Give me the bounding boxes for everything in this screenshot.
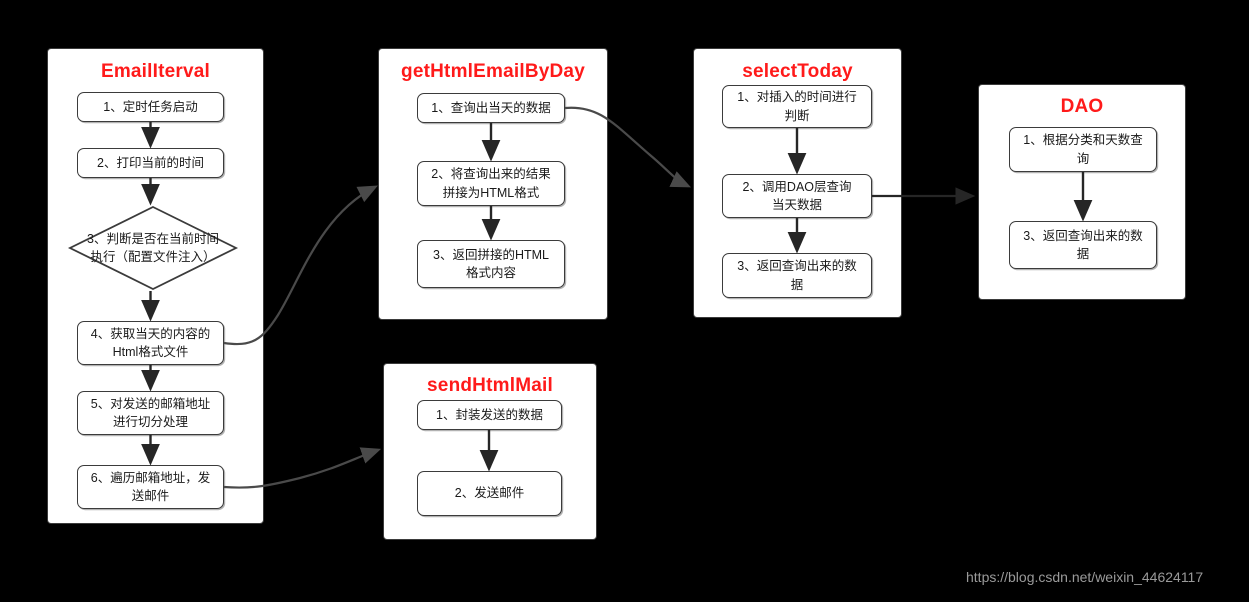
node-s2: 2、调用DAO层查询 当天数据 [722,174,872,218]
node-g2: 2、将查询出来的结果 拼接为HTML格式 [417,161,565,206]
node-s2-line2: 当天数据 [771,198,822,212]
watermark-url: https://blog.csdn.net/weixin_44624117 [966,569,1204,585]
diamond-shape [67,205,239,291]
node-e6-line2: 送邮件 [131,489,170,503]
node-e4-line2: Html格式文件 [112,345,189,359]
node-d1-line1: 1、根据分类和天数查 [1023,133,1143,148]
node-e1: 1、定时任务启动 [77,92,224,122]
node-e2-label: 2、打印当前的时间 [97,155,204,170]
node-e4-line1: 4、获取当天的内容的 [90,326,211,341]
node-g1-label: 1、查询出当天的数据 [431,100,551,115]
panel-title-email-interval: EmailIterval [100,61,211,82]
node-e2: 2、打印当前的时间 [77,148,224,178]
panel-title-get-html-email-by-day: getHtmlEmailByDay [401,61,585,82]
node-e6: 6、遍历邮箱地址，发 送邮件 [77,465,224,509]
node-d3-line1: 3、返回查询出来的数 [1023,228,1143,243]
node-g1: 1、查询出当天的数据 [417,93,565,123]
node-d3-line2: 据 [1076,247,1090,261]
node-g2-line1: 2、将查询出来的结果 [431,167,551,182]
node-m1-label: 1、封装发送的数据 [436,407,543,422]
panel-title-send-html-mail: sendHtmlMail [427,375,553,396]
node-d1: 1、根据分类和天数查 询 [1009,127,1157,172]
node-d1-line2: 询 [1076,151,1090,166]
node-s1: 1、对插入的时间进行 判断 [722,85,872,128]
node-e1-label: 1、定时任务启动 [103,99,198,114]
node-m1: 1、封装发送的数据 [417,400,562,430]
node-e6-line1: 6、遍历邮箱地址，发 [90,470,211,485]
node-m2: 2、发送邮件 [417,471,562,516]
node-s2-line1: 2、调用DAO层查询 [742,179,852,194]
node-g3: 3、返回拼接的HTML 格式内容 [417,240,565,288]
node-g3-line1: 3、返回拼接的HTML [433,247,549,262]
node-s1-line2: 判断 [784,108,810,123]
node-s3-line1: 3、返回查询出来的数 [737,259,857,274]
node-m2-label: 2、发送邮件 [454,486,525,501]
node-e5: 5、对发送的邮箱地址 进行切分处理 [77,391,224,435]
node-s1-line1: 1、对插入的时间进行 [737,90,857,105]
node-g3-line2: 格式内容 [465,266,516,280]
node-e3-decision: 3、判断是否在当前时间 执行（配置文件注入） [67,205,239,291]
node-d3: 3、返回查询出来的数 据 [1009,221,1157,269]
node-e5-line2: 进行切分处理 [112,415,188,429]
panel-title-dao: DAO [1060,96,1104,117]
panel-title-select-today: selectToday [742,61,853,82]
node-e4: 4、获取当天的内容的 Html格式文件 [77,321,224,365]
node-s3: 3、返回查询出来的数 据 [722,253,872,298]
node-g2-line2: 拼接为HTML格式 [442,185,540,200]
node-e5-line1: 5、对发送的邮箱地址 [90,396,211,411]
node-s3-line2: 据 [790,277,804,292]
